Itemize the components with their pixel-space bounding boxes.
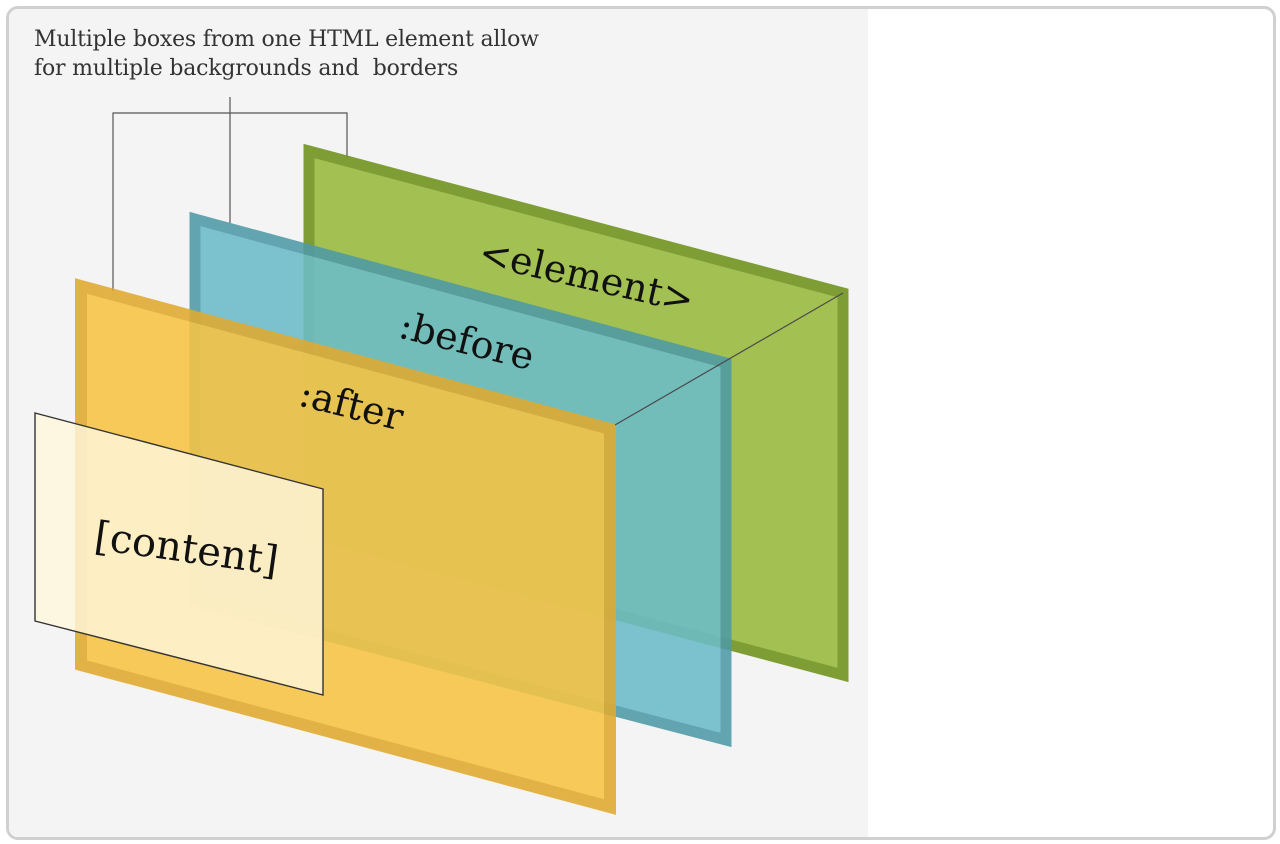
caption-line-2: for multiple backgrounds and borders bbox=[34, 56, 459, 81]
diagram-caption: Multiple boxes from one HTML element all… bbox=[34, 25, 594, 83]
perspective-edges bbox=[614, 292, 844, 426]
caption-connector bbox=[112, 97, 348, 291]
content-box: [content] bbox=[34, 412, 324, 696]
box-layers-diagram: <element> :before :after [content] bbox=[34, 97, 849, 815]
caption-line-1: Multiple boxes from one HTML element all… bbox=[34, 27, 539, 52]
figure-frame: Multiple boxes from one HTML element all… bbox=[6, 6, 1276, 840]
